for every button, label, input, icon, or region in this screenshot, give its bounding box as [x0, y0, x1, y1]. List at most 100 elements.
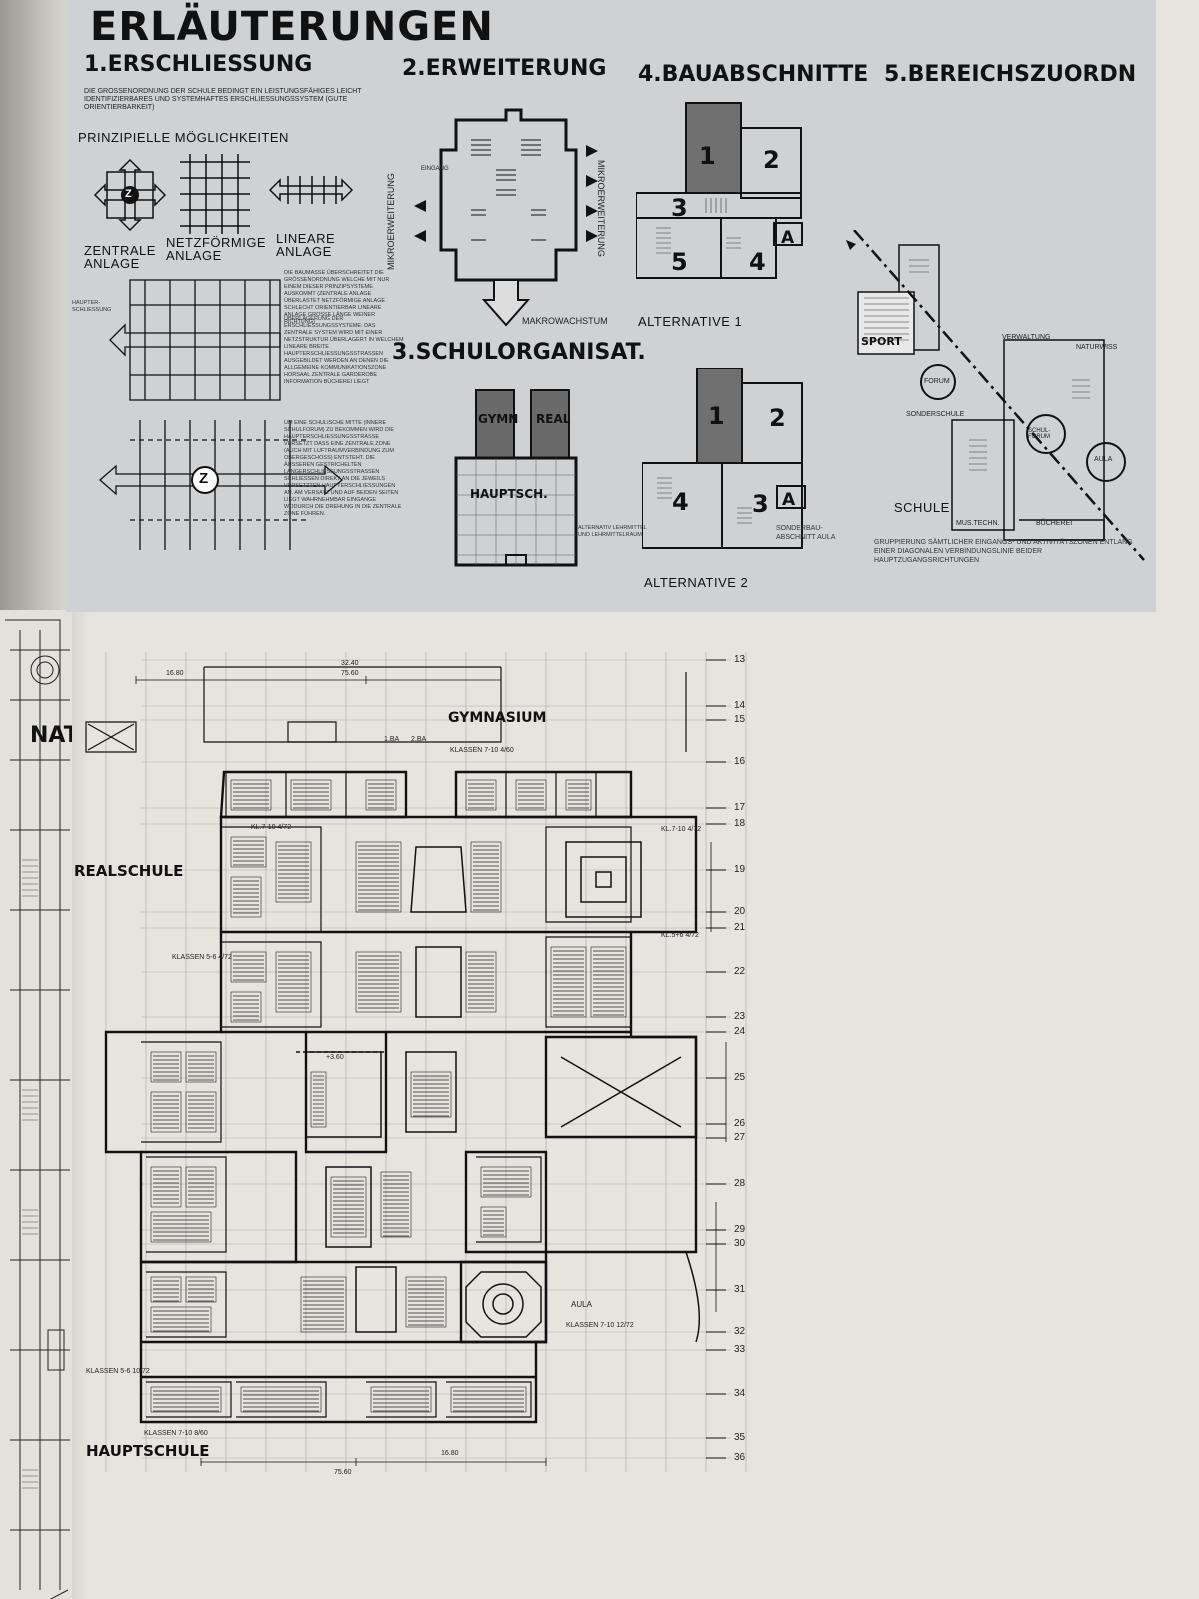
school-organization-diagram [454, 389, 578, 567]
natural-sciences-label: NATURWISS [1076, 344, 1118, 351]
dimension-top-0: 16.80 [166, 670, 184, 677]
net-layout-label: NETZFÖRMIGE ANLAGE [166, 235, 267, 263]
grid-axis-number: 31 [734, 1284, 746, 1295]
micro-expansion-label-left: MIKROERWEITERUNG [386, 173, 396, 270]
explanation-text-b: ÜBERLAGERUNG DER ERSCHLIESSUNGSSYSTEME: … [284, 316, 404, 385]
phase-2-label: 2 [763, 146, 780, 174]
library-label: BÜCHEREI [1036, 520, 1073, 527]
grid-axis-number: 20 [734, 906, 746, 917]
grid-axis-number: 18 [734, 818, 746, 829]
phase-4-label: 4 [749, 248, 766, 276]
grid-axis-number: 22 [734, 966, 746, 977]
construction-phases-alt1 [636, 102, 803, 279]
explanation-text-c: UM EINE SCHULISCHE MITTE (INNERE SCHULFO… [284, 420, 402, 517]
music-tech-label: MUS.TECHN. [956, 520, 1000, 527]
section-4-heading: 4.BAUABSCHNITTE [638, 62, 869, 87]
alternative-1-label: ALTERNATIVE 1 [638, 314, 743, 329]
adjacent-page-label: NAT [30, 723, 72, 748]
adjacent-plan-drawing [0, 610, 72, 1599]
realschule-label: REALSCHULE [74, 862, 184, 880]
grid-axis-number: 24 [734, 1026, 746, 1037]
grid-axis-number: 32 [734, 1326, 746, 1337]
phase-1-marker: 1.BA [384, 736, 400, 743]
possibilities-label: PRINZIPIELLE MÖGLICHKEITEN [78, 130, 289, 145]
expansion-diagram [414, 108, 598, 327]
grid-axis-number: 17 [734, 802, 746, 813]
special-construction-note: SONDERBAU-ABSCHNITT AULA [776, 525, 836, 541]
alt2-phase-2-label: 2 [769, 404, 786, 432]
explanation-text-a: DIE BAUMASSE ÜBERSCHREITET DIE GRÖSSENOR… [284, 270, 390, 325]
grid-axis-number: 15 [734, 714, 746, 725]
elevation-label: +3.60 [326, 1054, 344, 1061]
administration-label: VERWALTUNG [1002, 334, 1051, 341]
alt2-phase-1-label: 1 [708, 402, 725, 430]
kl-left-label: KLASSEN 5-6 10/72 [86, 1368, 150, 1375]
grid-axis-number: 19 [734, 864, 746, 875]
classes-realschule-label: KLASSEN 5-6 4/72 [172, 954, 232, 961]
kl-right-1-label: KL.7-10 4/72 [661, 826, 702, 833]
alt2-phase-3-label: 3 [752, 490, 769, 518]
phase-5-label: 5 [671, 248, 688, 276]
grid-axis-number: 25 [734, 1072, 746, 1083]
realschule-zone-label: REAL [536, 412, 571, 426]
central-z-marker: Z [125, 188, 133, 200]
grid-axis-number: 27 [734, 1132, 746, 1143]
section-5-heading: 5.BEREICHSZUORDN [884, 62, 1137, 87]
zone-assignment-diagram [846, 230, 1145, 561]
section-2-heading: 2.ERWEITERUNG [402, 56, 607, 81]
section-1-intro: DIE GROSSENORDNUNG DER SCHULE BEDINGT EI… [84, 88, 362, 111]
alternative-2-label: ALTERNATIVE 2 [644, 575, 749, 590]
grid-axis-number: 14 [734, 700, 746, 711]
adjacent-page-strip: NAT [0, 610, 72, 1599]
macro-growth-label: MAKROWACHSTUM [522, 316, 608, 326]
dimension-bottom-1: 16.80 [441, 1450, 459, 1457]
page-title: ERLÄUTERUNGEN [90, 4, 494, 50]
aula-plan-label: AULA [571, 1300, 592, 1309]
entrance-label: EINGANG [421, 166, 449, 172]
overlay-circulation-diagrams [99, 279, 344, 550]
zone-assignment-caption: GRUPPIERUNG SÄMTLICHER EINGANGS- UND AKT… [874, 539, 1133, 564]
grid-axis-number: 29 [734, 1224, 746, 1235]
teaching-material-note: ALTERNATIV LEHRMITTEL UND LEHRMITTELRAUM [578, 525, 647, 538]
grid-axis-number: 28 [734, 1178, 746, 1189]
explanations-panel: ERLÄUTERUNGEN 1.ERSCHLIESSUNG DIE GROSSE… [66, 0, 1156, 612]
kl-right-2-label: KL.5+6 4/72 [661, 932, 699, 939]
grid-axis-number: 34 [734, 1388, 746, 1399]
aula-label: AULA [1094, 456, 1113, 463]
grid-axis-number: 30 [734, 1238, 746, 1249]
alt2-phase-4-label: 4 [672, 488, 689, 516]
grid-axis-number: 23 [734, 1011, 746, 1022]
hauptschule-label: HAUPTSCHULE [86, 1442, 210, 1460]
grid-axis-number: 21 [734, 922, 746, 933]
grid-axis-number: 36 [734, 1452, 746, 1463]
classes-bottom-label: KLASSEN 7-10 8/60 [144, 1430, 208, 1437]
gymnasium-label: GYMNASIUM [448, 710, 547, 726]
phase-2-marker: 2.BA [411, 736, 427, 743]
grid-axis-number: 33 [734, 1344, 746, 1355]
classes-right-label: KLASSEN 7-10 12/72 [566, 1322, 634, 1329]
main-access-label: HAUPTER-SCHLIESSUNG [72, 300, 112, 313]
forum-label: FORUM [924, 378, 950, 385]
grid-axis-number: 26 [734, 1118, 746, 1129]
classes-top-label: KLASSEN 7-10 4/60 [450, 747, 514, 754]
phase-1-label: 1 [699, 142, 716, 170]
kl-left-2-label: KL.7-10 4/72 [251, 824, 292, 831]
grid-axis-number: 16 [734, 756, 746, 767]
sport-zone-label: SPORT [861, 335, 902, 348]
central-layout-label: ZENTRALE ANLAGE [84, 243, 156, 271]
floor-plan: GYMNASIUM REALSCHULE HAUPTSCHULE KLASSEN… [66, 612, 1156, 1512]
grid-axis-number: 13 [734, 654, 746, 665]
dimension-top-2: 75.60 [341, 670, 359, 677]
section-1-heading: 1.ERSCHLIESSUNG [84, 52, 313, 77]
phase-3-label: 3 [671, 194, 688, 222]
floor-plan-drawing [85, 652, 747, 1472]
hauptschule-zone-label: HAUPTSCH. [470, 487, 548, 501]
section-3-heading: 3.SCHULORGANISAT. [392, 340, 646, 365]
construction-phases-alt2 [642, 368, 806, 549]
dimension-bottom-2: 75.60 [334, 1469, 352, 1476]
grid-axis-number: 35 [734, 1432, 746, 1443]
phase-a-label: A [781, 228, 795, 248]
linear-layout-label: LINEARE ANLAGE [276, 231, 336, 259]
school-label: SCHULE [894, 500, 950, 515]
gymnasium-zone-label: GYMN [478, 412, 519, 426]
